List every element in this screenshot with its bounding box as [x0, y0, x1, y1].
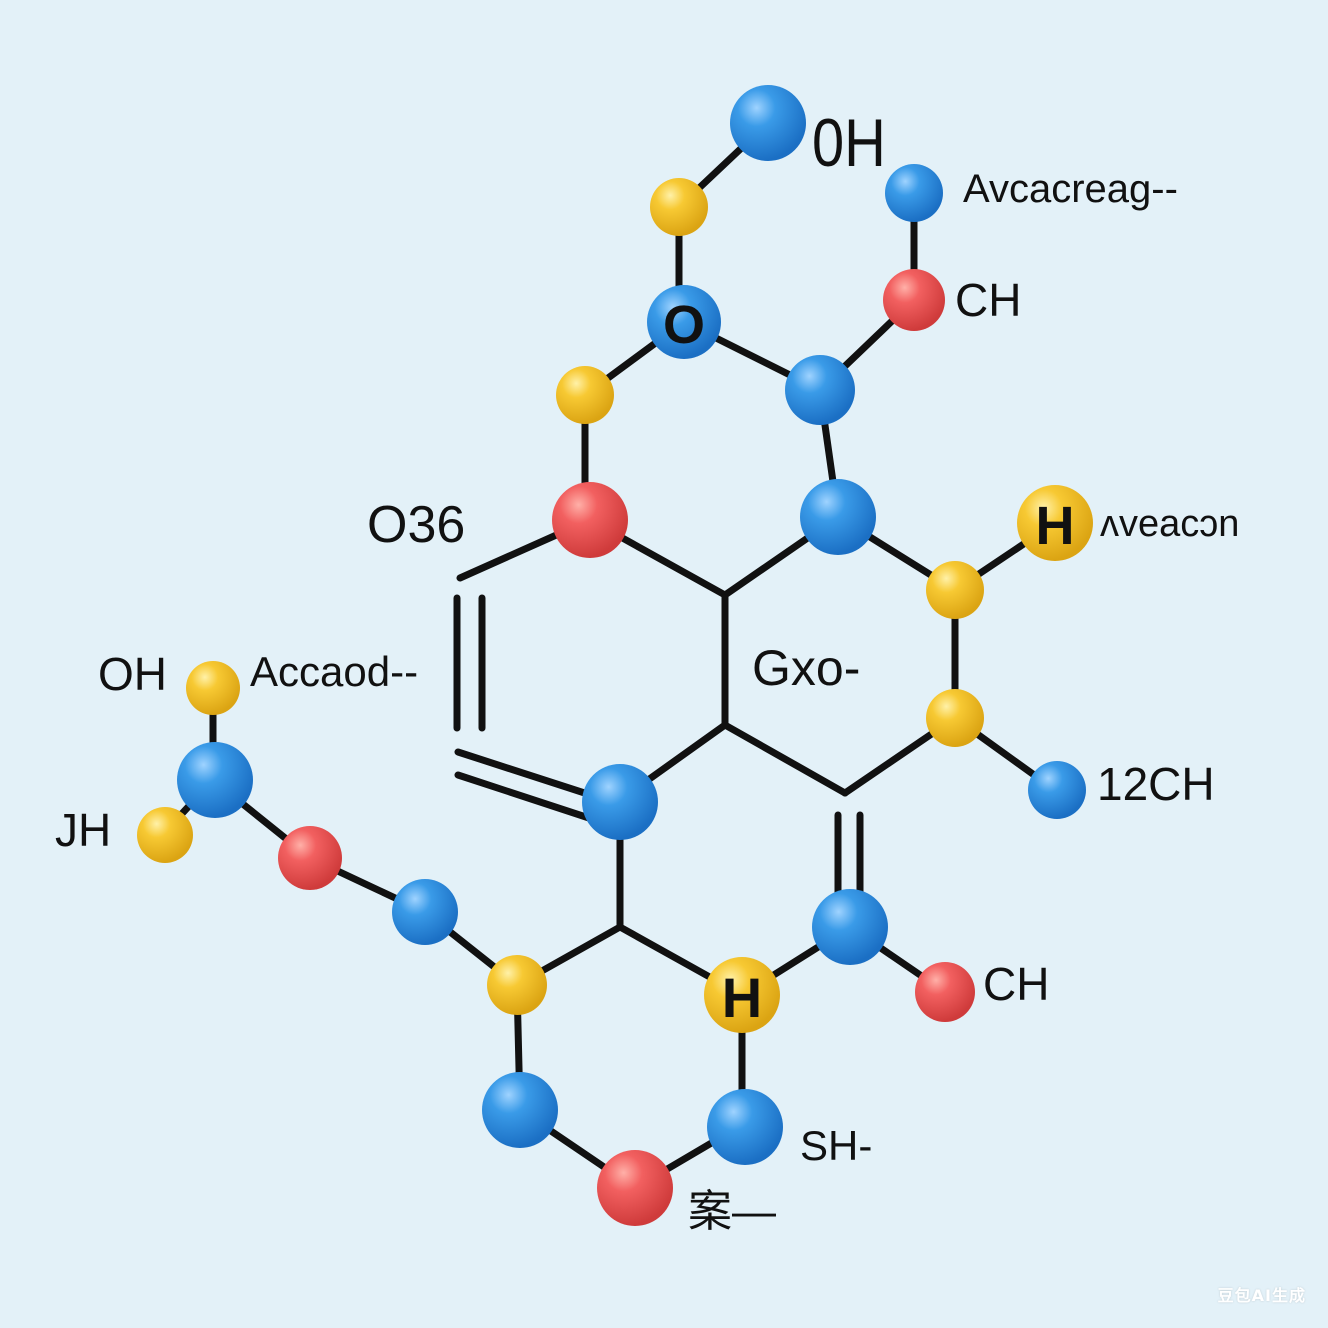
label-avcacreag: Avcacreag--	[963, 167, 1178, 211]
bond	[721, 721, 849, 797]
label-ch-upper-right: CH	[955, 274, 1021, 326]
atom-red	[552, 482, 628, 558]
label-sh: SH-	[800, 1122, 872, 1169]
atom-blue	[1028, 761, 1086, 819]
double-bond	[454, 748, 604, 802]
atom-blue	[885, 164, 943, 222]
atom-red	[915, 962, 975, 1022]
double-bond	[454, 771, 599, 824]
atom-glyph-h-right: H	[1036, 496, 1075, 556]
atom-blue-o	[647, 285, 721, 359]
atom-red	[278, 826, 342, 890]
atom-yellow	[556, 366, 614, 424]
label-gxo: Gxo-	[752, 640, 860, 696]
atom-yellow-h	[1017, 485, 1093, 561]
atom-red	[883, 269, 945, 331]
atom-red	[597, 1150, 673, 1226]
atom-blue	[582, 764, 658, 840]
atom-yellow	[926, 561, 984, 619]
atom-yellow	[137, 807, 193, 863]
atom-glyph-h-bottom: H	[722, 966, 762, 1029]
label-12ch: 12CH	[1097, 758, 1215, 810]
atom-blue	[177, 742, 253, 818]
atom-glyph-o: O	[663, 295, 705, 355]
atom-yellow-h	[704, 957, 780, 1033]
atom-blue	[785, 355, 855, 425]
atom-blue	[482, 1072, 558, 1148]
watermark: 豆包AI生成	[1217, 1286, 1306, 1305]
atom-yellow	[186, 661, 240, 715]
atom-yellow	[650, 178, 708, 236]
label-oh-top: 0H	[812, 106, 886, 181]
atom-glyphs: O H H	[663, 295, 1075, 1029]
atom-yellow	[487, 955, 547, 1015]
label-ch-lower-right: CH	[983, 958, 1049, 1010]
labels: 0H Avcacreag-- CH O36 ʌveacɔn OH Accaod-…	[55, 106, 1239, 1236]
label-aveacon: ʌveacɔn	[1100, 503, 1239, 545]
atom-blue	[800, 479, 876, 555]
atom-blue	[730, 85, 806, 161]
atom-blue	[392, 879, 458, 945]
label-oh-left: OH	[98, 648, 167, 700]
label-o36: O36	[367, 496, 465, 554]
atoms	[137, 85, 1093, 1226]
label-jh: JH	[55, 804, 111, 856]
atom-blue	[812, 889, 888, 965]
atom-blue	[707, 1089, 783, 1165]
label-bottom-glyph: 案—	[688, 1187, 776, 1236]
label-accaod: Accaod--	[250, 648, 418, 695]
atom-yellow	[926, 689, 984, 747]
